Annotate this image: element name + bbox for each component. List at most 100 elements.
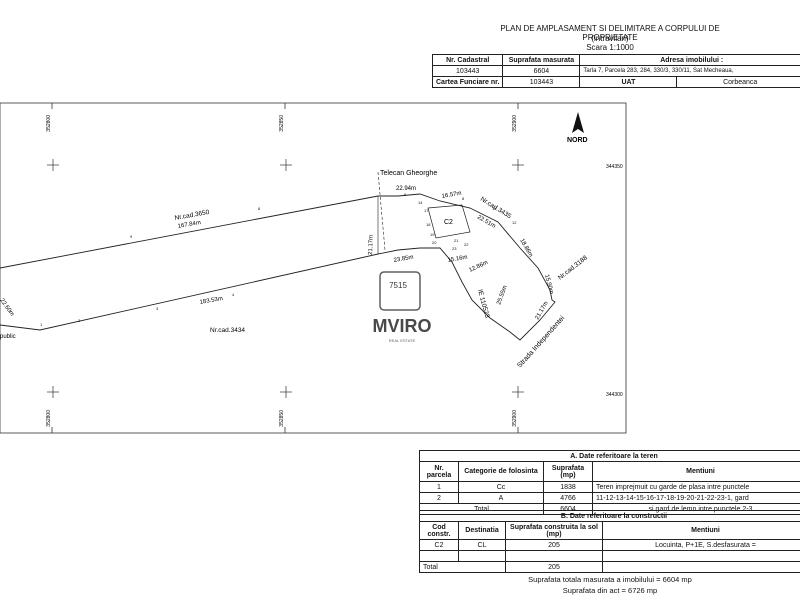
cell: Cc bbox=[458, 481, 544, 493]
col-header: Destinatia bbox=[458, 521, 506, 540]
table-row: 2 A 4766 11-12-13-14-15-16-17-18-19-20-2… bbox=[419, 492, 800, 504]
dim-label: 22.60m bbox=[0, 298, 15, 318]
table-row: 1 Cc 1838 Teren imprejmuit cu garde de p… bbox=[419, 481, 800, 493]
svg-text:8: 8 bbox=[258, 206, 261, 211]
svg-text:2: 2 bbox=[78, 318, 81, 323]
construction-data-table: B. Date referitoare la constructii Cod c… bbox=[419, 510, 800, 573]
neighbor-line bbox=[377, 171, 386, 251]
plan-scale: Scara 1:1000 bbox=[586, 43, 634, 52]
dim-label: 16.57m bbox=[441, 191, 462, 200]
neighbor-3188: Nr.cad.3188 bbox=[557, 254, 589, 281]
ie-label: IE 110523 bbox=[476, 289, 490, 319]
plan-title: PLAN DE AMPLASAMENT SI DELIMITARE A CORP… bbox=[500, 24, 720, 42]
svg-text:19: 19 bbox=[430, 232, 435, 237]
cadastral-info-table: Nr. Cadastral Suprafata masurata Adresa … bbox=[431, 54, 800, 88]
lot-number: 7515 bbox=[389, 281, 407, 290]
grid-label: 352900 bbox=[512, 115, 518, 132]
dim-label: 167.84m bbox=[177, 220, 201, 230]
svg-text:21: 21 bbox=[454, 238, 459, 243]
col-header: Mentiuni bbox=[592, 461, 800, 482]
header-uat: UAT bbox=[579, 76, 678, 88]
svg-text:23: 23 bbox=[452, 246, 457, 251]
col-header: Cod constr. bbox=[419, 521, 459, 540]
grid-ticks bbox=[51, 103, 519, 433]
cell: Locuinta, P+1E, S.desfasurata = bbox=[602, 539, 800, 551]
cell: C2 bbox=[419, 539, 459, 551]
dim-label: 23.85m bbox=[393, 255, 414, 264]
svg-text:8: 8 bbox=[462, 196, 465, 201]
dim-label: 22.51m bbox=[476, 215, 496, 230]
land-data-table: A. Date referitoare la teren Nr. parcela… bbox=[419, 450, 800, 515]
dim-label: 183.53m bbox=[199, 296, 223, 306]
cell: Teren imprejmuit cu garde de plasa intre… bbox=[592, 481, 800, 493]
grid-label: 352800 bbox=[46, 115, 52, 132]
grid-label-right: 344350 bbox=[606, 164, 623, 170]
cell: A bbox=[458, 492, 544, 504]
svg-text:9: 9 bbox=[130, 234, 133, 239]
grid-label: 352900 bbox=[512, 410, 518, 427]
dim-label: 22.94m bbox=[396, 186, 416, 192]
watermark-logo: 7515 MVIRO REAL ESTATE bbox=[372, 271, 432, 343]
street-label: Strada Independentei bbox=[516, 315, 566, 370]
total-value: 205 bbox=[505, 561, 603, 573]
svg-text:5: 5 bbox=[404, 192, 407, 197]
grid-label: 352800 bbox=[46, 410, 52, 427]
table-a-title: A. Date referitoare la teren bbox=[419, 450, 800, 462]
grid-crosses bbox=[47, 159, 524, 398]
total-label: Total bbox=[419, 561, 506, 573]
dim-label: 21.17m bbox=[368, 235, 375, 255]
north-arrow-icon bbox=[572, 112, 584, 133]
svg-text:22: 22 bbox=[464, 242, 469, 247]
svg-text:3: 3 bbox=[156, 306, 159, 311]
owner-label: Telecan Gheorghe bbox=[380, 170, 437, 177]
svg-text:4: 4 bbox=[232, 292, 235, 297]
cell: 1 bbox=[419, 481, 459, 493]
summary-total-area: Suprafata totala masurata a imobilului =… bbox=[528, 575, 692, 584]
grid-label-right: 344300 bbox=[606, 392, 623, 398]
table-b-title: B. Date referitoare la constructii bbox=[419, 510, 800, 522]
building-c2 bbox=[427, 204, 471, 239]
col-header: Suprafata (mp) bbox=[543, 461, 593, 482]
cell: 205 bbox=[505, 539, 603, 551]
watermark-brand: MVIRO bbox=[372, 316, 431, 336]
col-header: Categorie de folosinta bbox=[458, 461, 544, 482]
dim-label: 15.16m bbox=[447, 255, 468, 264]
col-header: Mentiuni bbox=[602, 521, 800, 540]
north-label: NORD bbox=[567, 137, 588, 144]
svg-text:18: 18 bbox=[426, 222, 431, 227]
cell: CL bbox=[458, 539, 506, 551]
parcel-boundary bbox=[0, 193, 556, 341]
svg-text:1: 1 bbox=[40, 322, 43, 327]
map-frame bbox=[0, 102, 627, 434]
summary-act-area: Suprafata din act = 6726 mp bbox=[562, 586, 658, 595]
building-label: C2 bbox=[444, 219, 453, 226]
dim-label: 15.90m bbox=[543, 274, 554, 295]
svg-text:11: 11 bbox=[492, 206, 497, 211]
total-row: Total 205 bbox=[419, 561, 800, 573]
svg-text:20: 20 bbox=[432, 240, 437, 245]
public-label: public bbox=[0, 334, 16, 340]
neighbor-3650: Nr.cad.3650 bbox=[174, 209, 210, 222]
svg-text:17: 17 bbox=[424, 208, 429, 213]
col-header: Nr. parcela bbox=[419, 461, 459, 482]
table-row: C2 CL 205 Locuinta, P+1E, S.desfasurata … bbox=[419, 539, 800, 551]
svg-text:14: 14 bbox=[418, 200, 423, 205]
dim-label: 12.86m bbox=[468, 260, 489, 274]
col-header: Suprafata construita la sol (mp) bbox=[505, 521, 603, 540]
header-carte-funciara: Cartea Funciare nr. bbox=[431, 76, 504, 88]
cell: 2 bbox=[419, 492, 459, 504]
uat-value: Corbeanca bbox=[676, 76, 800, 88]
watermark-tagline: REAL ESTATE bbox=[389, 338, 416, 343]
cell: 1838 bbox=[543, 481, 593, 493]
grid-label: 352850 bbox=[279, 410, 285, 427]
plan-subtitle: (intravilan) bbox=[591, 34, 629, 43]
table-row bbox=[419, 550, 800, 562]
cell: 4766 bbox=[543, 492, 593, 504]
neighbor-3434: Nr.cad.3434 bbox=[210, 327, 245, 334]
cell: 11-12-13-14-15-16-17-18-19-20-21-22-23-1… bbox=[592, 492, 800, 504]
dim-label: 25.55m bbox=[496, 285, 508, 306]
grid-label: 352850 bbox=[279, 115, 285, 132]
svg-text:12: 12 bbox=[512, 220, 517, 225]
